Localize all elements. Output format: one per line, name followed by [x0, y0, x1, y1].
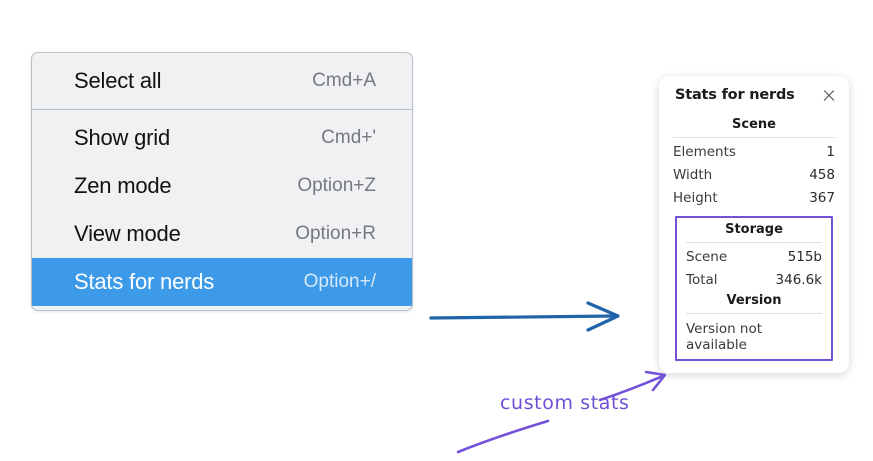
menu-section-1: Select all Cmd+A [32, 53, 412, 109]
blue-arrow-menu-to-panel [429, 301, 620, 332]
custom-stats-highlight-box: Storage Scene 515b Total 346.6k Version … [675, 215, 833, 362]
stats-panel-body: Scene Elements 1 Width 458 Height 367 St… [659, 115, 849, 362]
menu-item-shortcut: Option+Z [297, 175, 376, 196]
stats-panel-title: Stats for nerds [675, 87, 795, 103]
menu-item-label: Show grid [74, 125, 171, 150]
stat-value: 1 [826, 144, 835, 160]
stat-value: 346.6k [775, 271, 822, 288]
version-text: Version not available [686, 321, 763, 354]
storage-section-heading: Storage [725, 221, 783, 237]
menu-item-stats-for-nerds[interactable]: Stats for nerds Option+/ [32, 258, 412, 306]
menu-item-show-grid[interactable]: Show grid Cmd+' [32, 114, 412, 162]
menu-item-label: Stats for nerds [74, 269, 215, 294]
divider [686, 241, 822, 243]
menu-section-2: Show grid Cmd+' Zen mode Option+Z View m… [32, 110, 412, 310]
stat-label: Total [686, 271, 718, 288]
stats-panel-header: Stats for nerds [659, 87, 849, 103]
custom-stats-annotation-label: custom stats [500, 392, 630, 414]
version-section-heading: Version [726, 293, 782, 309]
menu-item-shortcut: Option+/ [303, 271, 376, 292]
stat-row-width: Width 458 [673, 164, 835, 187]
menu-item-shortcut: Cmd+' [321, 127, 376, 148]
stat-label: Height [673, 189, 718, 206]
menu-item-zen-mode[interactable]: Zen mode Option+Z [32, 162, 412, 210]
menu-item-shortcut: Option+R [295, 223, 376, 244]
divider [686, 313, 822, 315]
close-icon[interactable] [821, 88, 836, 103]
menu-item-shortcut: Cmd+A [312, 70, 376, 91]
menu-item-label: Zen mode [74, 173, 172, 198]
menu-item-label: View mode [74, 221, 181, 246]
purple-underline-stroke [456, 419, 550, 454]
stat-value: 458 [809, 166, 835, 183]
stats-for-nerds-panel: Stats for nerds Scene Elements 1 Width 4… [659, 76, 849, 374]
stat-label: Scene [686, 248, 728, 265]
canvas-context-menu[interactable]: Select all Cmd+A Show grid Cmd+' Zen mod… [31, 52, 413, 311]
menu-item-select-all[interactable]: Select all Cmd+A [32, 57, 412, 105]
scene-section-heading: Scene [732, 117, 776, 132]
stat-label: Width [673, 166, 713, 183]
stat-value: 367 [809, 189, 835, 206]
stat-row-elements: Elements 1 [673, 141, 835, 164]
stat-row-storage-total: Total 346.6k [686, 269, 822, 292]
stat-row-storage-scene: Scene 515b [686, 246, 822, 269]
menu-item-label: Select all [74, 68, 162, 93]
stat-value: 515b [787, 248, 822, 265]
divider [673, 137, 835, 138]
stat-row-height: Height 367 [673, 187, 835, 210]
stat-label: Elements [673, 144, 736, 160]
menu-item-view-mode[interactable]: View mode Option+R [32, 210, 412, 258]
menu-separator [32, 109, 412, 110]
